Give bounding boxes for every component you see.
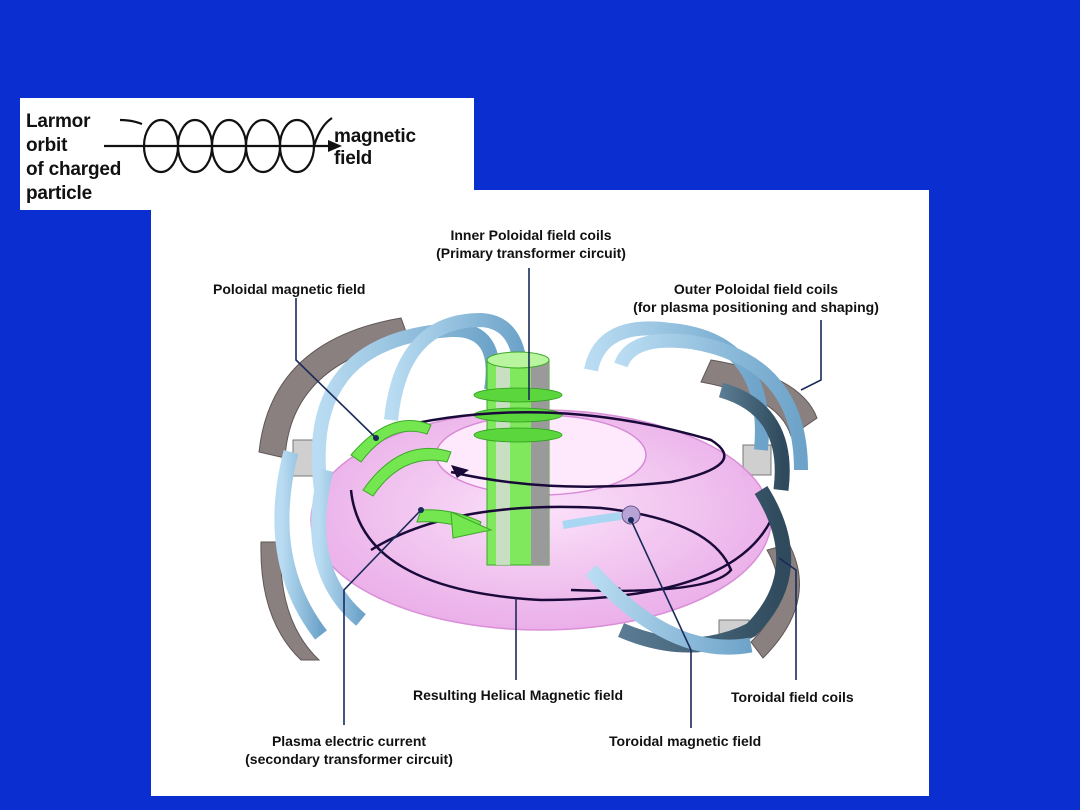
outer-coil-lower-left — [260, 541, 321, 661]
plasma-electric-current-label-line-2: (secondary transformer circuit) — [245, 751, 453, 767]
leader-lines — [295, 268, 822, 728]
toroidal-field-coils-label: Toroidal field coils — [731, 689, 854, 705]
toroidal-magnetic-field-label: Toroidal magnetic field — [609, 733, 762, 749]
outer-poloidal-coils-label: Outer Poloidal field coils (for plasma p… — [611, 280, 901, 316]
magnetic-field-label-line-1: magnetic — [334, 126, 416, 147]
tokamak-diagram — [258, 268, 822, 728]
solenoid-windings — [473, 387, 563, 443]
toroidal-field-coils-back — [311, 312, 808, 491]
outer-coil-upper-left — [258, 317, 410, 459]
leader-dot-toroidal — [628, 517, 634, 523]
larmor-helix-diagram — [104, 117, 342, 174]
field-arrow-head — [328, 140, 342, 152]
plasma-electric-current-label-line-1: Plasma electric current — [271, 733, 427, 749]
outer-poloidal-coils-label-line-1: Outer Poloidal field coils — [673, 281, 839, 297]
inner-poloidal-coils — [473, 351, 563, 566]
toroidal-field-coils-front — [274, 382, 792, 655]
helix-lead-out — [312, 117, 333, 147]
leader-poloidal-field — [295, 298, 377, 439]
larmor-label: Larmor orbit of charged particle — [26, 110, 121, 206]
larmor-label-line-4: particle — [26, 183, 92, 204]
leader-dot-plasma — [418, 507, 424, 513]
larmor-label-line-3: of charged — [26, 159, 122, 180]
field-line-arrow-1 — [451, 465, 469, 478]
leader-plasma-current — [343, 509, 422, 725]
plasma-electric-current-label: Plasma electric current (secondary trans… — [229, 732, 469, 768]
poloidal-arrow-head — [450, 511, 493, 539]
toroidal-field-marker — [621, 505, 641, 525]
outer-poloidal-coils-label-line-2: (for plasma positioning and shaping) — [633, 299, 879, 315]
poloidal-magnetic-field-label: Poloidal magnetic field — [213, 281, 366, 297]
magnetic-field-label: magnetic field — [334, 126, 416, 170]
central-solenoid-top — [486, 351, 550, 369]
inner-poloidal-coils-label: Inner Poloidal field coils (Primary tran… — [401, 226, 661, 262]
toroidal-field-arrow — [562, 512, 622, 529]
leader-outer-poloidal — [800, 320, 822, 391]
leader-toroidal-field — [630, 519, 692, 728]
larmor-label-line-1: Larmor — [26, 111, 91, 132]
inner-poloidal-coils-label-line-1: Inner Poloidal field coils — [450, 227, 612, 243]
inner-poloidal-coils-label-line-2: (Primary transformer circuit) — [436, 245, 626, 261]
leader-dot-poloidal — [373, 435, 379, 441]
helix-lead-in — [119, 118, 143, 126]
leader-toroidal-coils — [778, 557, 797, 680]
resulting-helical-field-label: Resulting Helical Magnetic field — [413, 687, 624, 703]
magnetic-field-label-line-2: field — [334, 148, 373, 169]
larmor-label-line-2: orbit — [26, 135, 68, 156]
tokamak-panel: Inner Poloidal field coils (Primary tran… — [151, 190, 929, 796]
